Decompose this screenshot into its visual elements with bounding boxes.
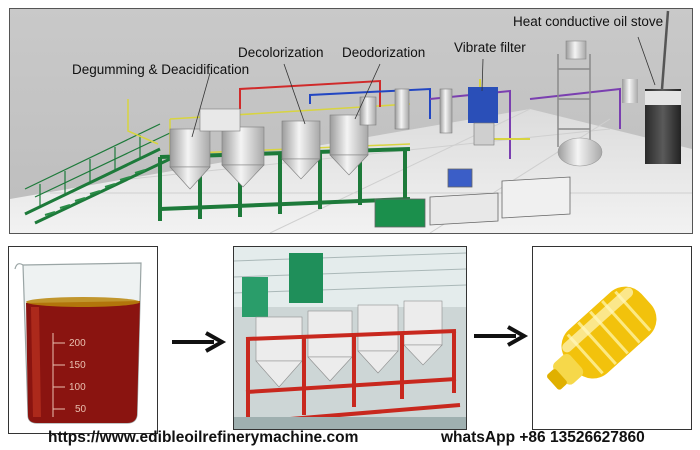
website-link[interactable]: https://www.edibleoilrefinerymachine.com: [48, 429, 359, 446]
beaker-mark-200: 200: [69, 338, 86, 349]
beaker-mark-150: 150: [69, 360, 86, 371]
beaker-mark-50: 50: [75, 404, 87, 415]
footer: https://www.edibleoilrefinerymachine.com…: [0, 429, 700, 450]
label-deodorization: Deodorization: [342, 45, 426, 60]
whatsapp-contact: whatsApp +86 13526627860: [441, 429, 645, 446]
label-degumming: Degumming & Deacidification: [72, 62, 250, 77]
refined-oil-bottle-photo: [532, 246, 692, 430]
crude-oil-beaker-photo: 200 150 100 50: [8, 246, 158, 434]
arrow-right-icon: [172, 331, 227, 353]
label-oil-stove: Heat conductive oil stove: [513, 14, 664, 29]
arrow-right-icon: [474, 325, 529, 347]
label-vibrate-filter: Vibrate filter: [454, 40, 526, 55]
refinery-plant-rendering: [9, 8, 693, 234]
refinery-plant-photo: [233, 246, 467, 430]
label-decolorization: Decolorization: [238, 45, 324, 60]
beaker-mark-100: 100: [69, 382, 86, 393]
